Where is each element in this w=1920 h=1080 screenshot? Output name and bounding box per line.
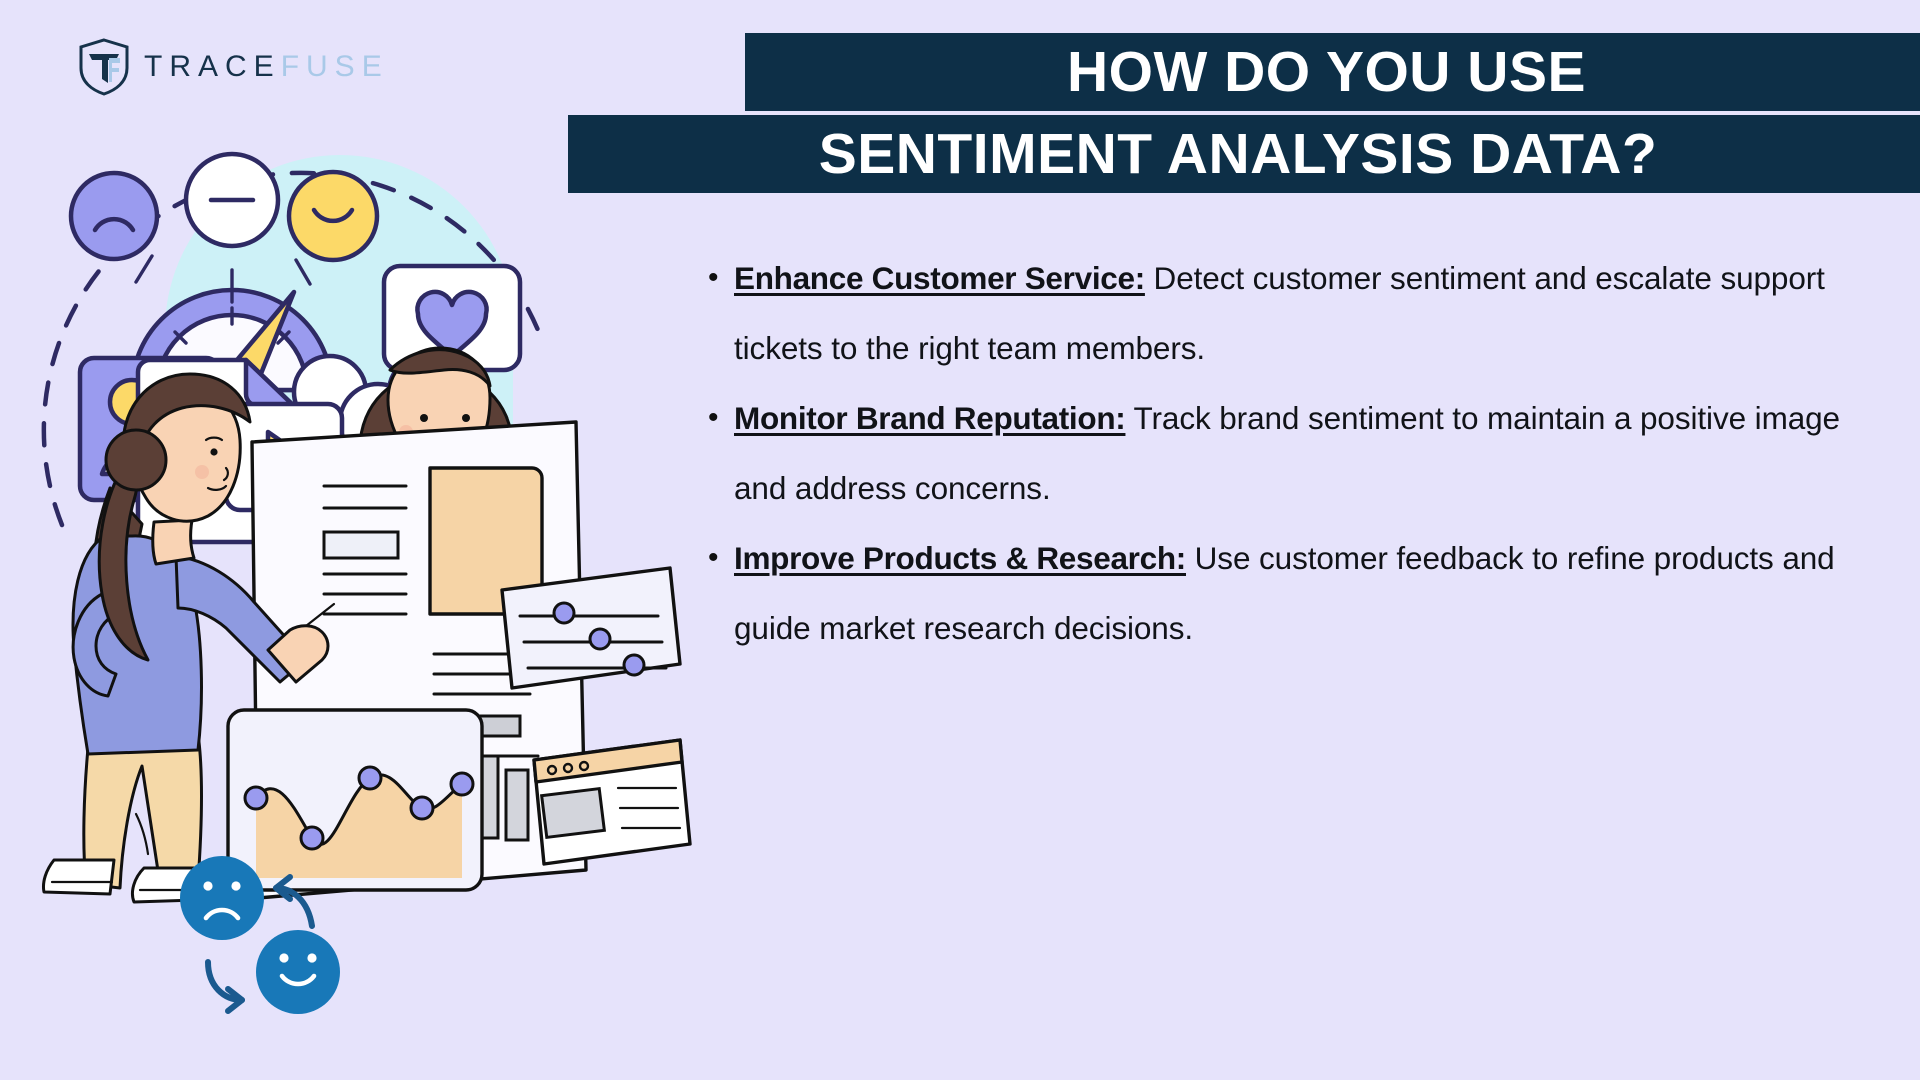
bullet-text: Enhance Customer Service: Detect custome… xyxy=(734,243,1880,383)
shield-tf-monogram-icon xyxy=(79,38,129,96)
list-item: • Monitor Brand Reputation: Track brand … xyxy=(700,383,1880,523)
brand-name-primary: TRACE xyxy=(144,50,281,83)
neutral-face-icon xyxy=(183,151,281,304)
browser-card xyxy=(532,738,692,866)
bullet-body-text: Use customer feedback to refine products… xyxy=(734,540,1835,646)
title-banner-group: HOW DO YOU USE SENTIMENT ANALYSIS DATA? xyxy=(0,33,1920,193)
happy-emoji-badge xyxy=(256,930,340,1014)
list-item: • Improve Products & Research: Use custo… xyxy=(700,523,1880,663)
brand-logo: TRACEFUSE xyxy=(78,38,389,96)
title-line-1: HOW DO YOU USE xyxy=(745,33,1920,111)
bullet-body-text: Track brand sentiment to maintain a posi… xyxy=(734,400,1840,506)
dashed-arc-decoration xyxy=(41,170,543,528)
bullet-text: Improve Products & Research: Use custome… xyxy=(734,523,1880,663)
bullet-lead-label: Monitor Brand Reputation: xyxy=(734,400,1126,436)
line-chart-card xyxy=(226,708,484,892)
bullet-marker: • xyxy=(708,541,719,574)
bullet-marker: • xyxy=(708,261,719,294)
bullet-body-text: Detect customer sentiment and escalate s… xyxy=(734,260,1825,366)
sad-emoji-badge xyxy=(180,856,264,940)
arrow-up-icon xyxy=(273,874,315,929)
woman-presenter xyxy=(42,372,336,904)
slider-card xyxy=(500,566,682,690)
list-item: • Enhance Customer Service: Detect custo… xyxy=(700,243,1880,383)
sad-face-icon xyxy=(68,170,160,284)
bullet-lead-label: Enhance Customer Service: xyxy=(734,260,1145,296)
bullet-list: • Enhance Customer Service: Detect custo… xyxy=(700,243,1880,663)
title-line-2: SENTIMENT ANALYSIS DATA? xyxy=(568,115,1920,193)
brand-wordmark: TRACEFUSE xyxy=(144,52,389,82)
happy-face-icon xyxy=(286,169,380,286)
bullet-text: Monitor Brand Reputation: Track brand se… xyxy=(734,383,1880,523)
sentiment-illustration: .ln { fill:none; stroke:#2e2a63; stroke-… xyxy=(40,70,870,1080)
bullet-lead-label: Improve Products & Research: xyxy=(734,540,1186,576)
brand-name-secondary: FUSE xyxy=(280,50,389,83)
arrow-down-icon xyxy=(205,959,245,1014)
bullet-marker: • xyxy=(708,401,719,434)
